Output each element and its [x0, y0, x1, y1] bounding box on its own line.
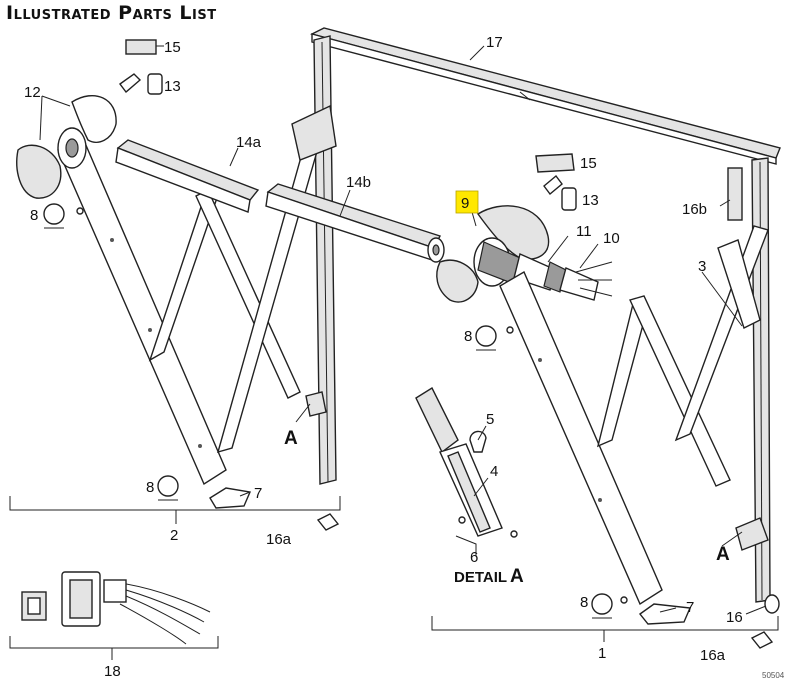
part-16a-left	[316, 513, 340, 531]
top-rail	[310, 27, 781, 165]
callout-16a-right: 16a	[700, 647, 726, 664]
leader-lines	[39, 45, 767, 615]
part-16b-panel	[727, 167, 743, 221]
callout-14b: 14b	[346, 174, 371, 191]
callout-8-lower-left: 8	[146, 479, 154, 496]
roller-tube	[115, 139, 445, 263]
bracket-part-6	[455, 535, 477, 556]
callout-7-right: 7	[686, 599, 694, 616]
corner-code: 50504	[762, 671, 785, 680]
callout-8-upper-left: 8	[30, 207, 38, 224]
callout-13-left: 13	[164, 78, 181, 95]
callout-8-right-arm: 8	[464, 328, 472, 345]
callout-16: 16	[726, 609, 743, 626]
detail-label: DETAIL	[454, 569, 507, 586]
callout-6: 6	[470, 549, 478, 566]
callout-4: 4	[490, 463, 498, 480]
callout-3: 3	[698, 258, 706, 275]
callout-16a-left: 16a	[266, 531, 292, 548]
detail-letter: A	[510, 566, 524, 587]
diagram-title: Illustrated Parts List	[6, 2, 217, 24]
callout-14a: 14a	[236, 134, 262, 151]
left-vertical-rail	[313, 35, 337, 485]
callout-9: 9	[461, 195, 469, 212]
upper-right-small-parts	[535, 153, 577, 211]
callout-13-right: 13	[582, 192, 599, 209]
bracket-part-1	[431, 616, 779, 631]
callout-16b: 16b	[682, 201, 707, 218]
callout-15-right: 15	[580, 155, 597, 172]
right-arm-assembly	[499, 225, 769, 625]
callout-7-left: 7	[254, 485, 262, 502]
detail-marker-a-right: A	[716, 544, 730, 565]
callout-15-left: 15	[164, 39, 181, 56]
callout-10: 10	[603, 230, 620, 247]
callout-17: 17	[486, 34, 503, 51]
callout-9-highlight	[455, 190, 479, 214]
upper-left-small-parts	[119, 39, 164, 95]
switch-assembly	[21, 571, 211, 645]
callout-18: 18	[104, 663, 121, 680]
part-16a-right	[750, 631, 774, 649]
bracket-part-18	[9, 636, 219, 649]
callout-11: 11	[576, 223, 592, 240]
detail-marker-a-left: A	[284, 428, 298, 449]
callout-2: 2	[170, 527, 178, 544]
callout-12: 12	[24, 84, 41, 101]
left-end-cover	[16, 95, 117, 199]
callout-5: 5	[486, 411, 494, 428]
bracket-part-2	[9, 496, 341, 511]
part-16-end-cap	[764, 594, 780, 614]
callout-8-lower-right: 8	[580, 594, 588, 611]
callout-1: 1	[598, 645, 606, 662]
dome-caps	[43, 203, 628, 619]
detail-a	[415, 386, 518, 538]
